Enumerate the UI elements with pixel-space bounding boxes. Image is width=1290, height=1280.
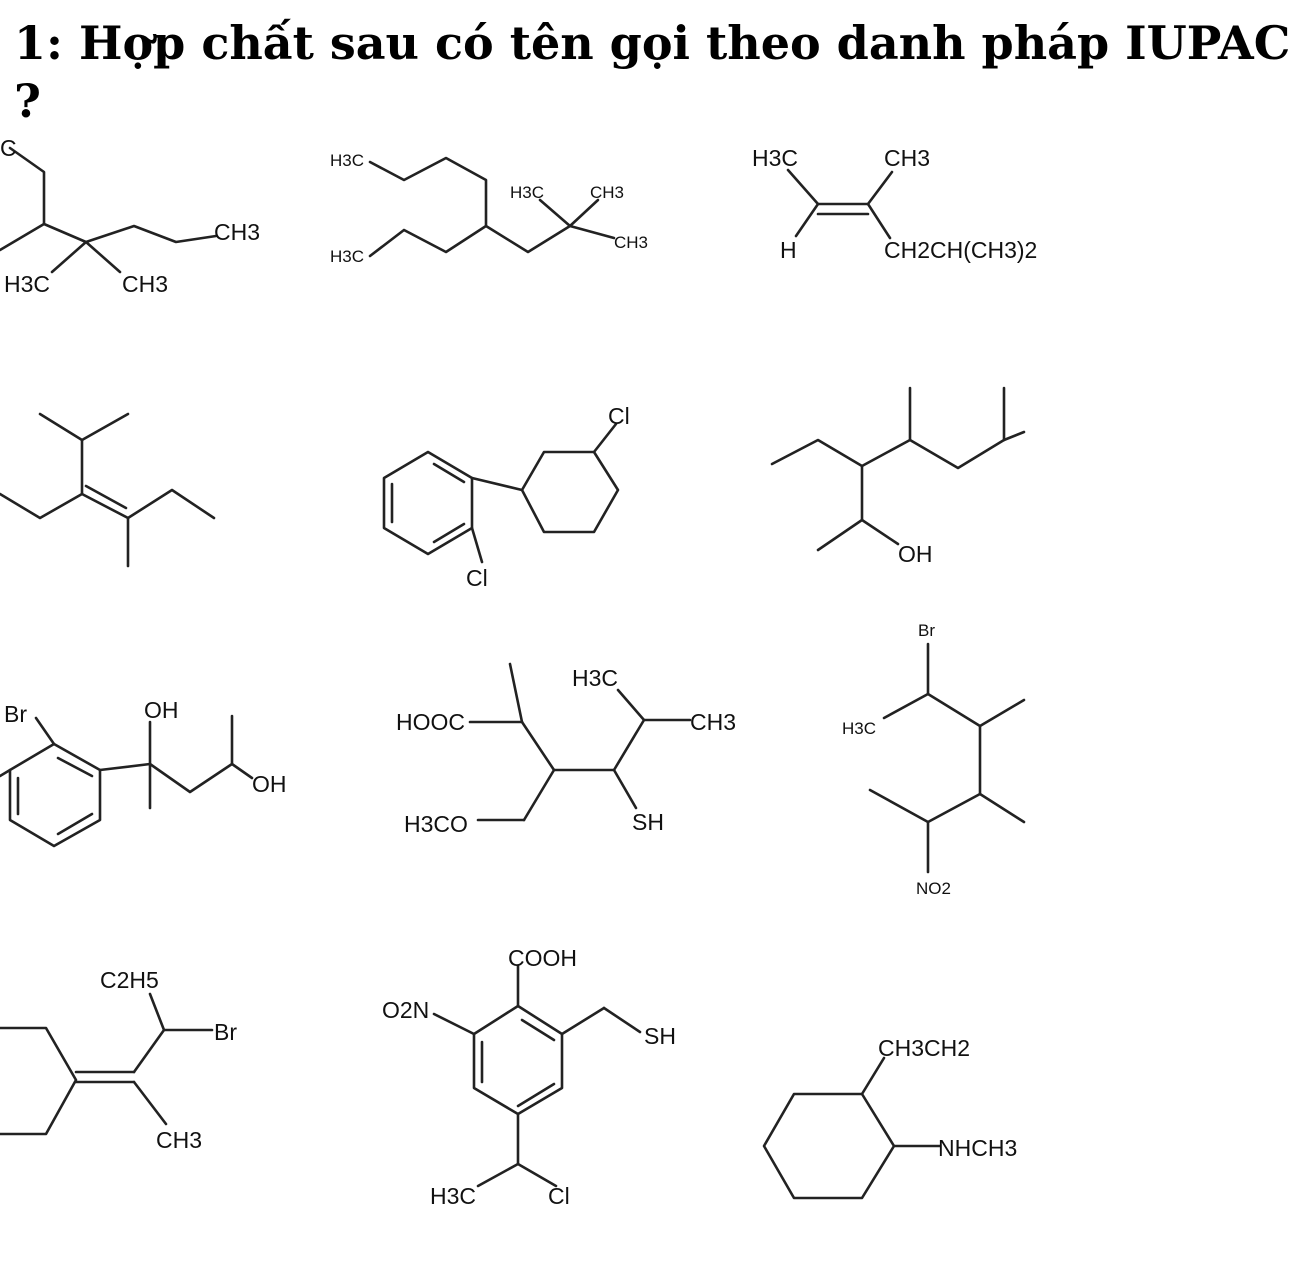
m2-label-h3c-tbu: H3C — [510, 183, 544, 202]
m7-label-br: Br — [4, 701, 27, 727]
m11-label-sh: SH — [644, 1023, 676, 1049]
m5-label-cl-bottom: Cl — [466, 565, 488, 591]
m11-label-cl: Cl — [548, 1183, 570, 1209]
m9-label-no2: NO2 — [916, 879, 951, 898]
m8-label-h3c: H3C — [572, 665, 618, 691]
m9-label-h3c: H3C — [842, 719, 876, 738]
question-line-2: ? — [14, 74, 41, 128]
m2-label-ch3-tbu-right: CH3 — [614, 233, 648, 252]
m12-label-nhch3: NHCH3 — [938, 1135, 1017, 1161]
molecule-9: Br H3C NO2 — [842, 621, 1026, 898]
m11-label-o2n: O2N — [382, 997, 429, 1023]
molecule-10: C2H5 Br CH3 — [0, 967, 237, 1153]
molecule-3: H3C CH3 H CH2CH(CH3)2 — [752, 145, 1037, 263]
molecule-11: COOH O2N SH H3C Cl — [382, 945, 676, 1209]
molecule-4 — [0, 412, 216, 568]
m2-label-h3c-bottom: H3C — [330, 247, 364, 266]
m3-label-ch3: CH3 — [884, 145, 930, 171]
m10-label-ch3: CH3 — [156, 1127, 202, 1153]
m11-label-h3c: H3C — [430, 1183, 476, 1209]
m7-label-oh-right: OH — [252, 771, 287, 797]
molecule-6: OH — [770, 386, 1026, 567]
m9-label-br: Br — [918, 621, 935, 640]
m10-label-br: Br — [214, 1019, 237, 1045]
question-text: 1: Hợp chất sau có tên gọi theo danh phá… — [14, 14, 1290, 130]
worksheet-page: 1: Hợp chất sau có tên gọi theo danh phá… — [0, 14, 1290, 1209]
m8-label-h3co: H3CO — [404, 811, 468, 837]
m2-label-h3c-top: H3C — [330, 151, 364, 170]
m8-label-ch3: CH3 — [690, 709, 736, 735]
m8-label-hooc: HOOC — [396, 709, 465, 735]
molecule-1: C CH3 H3C CH3 — [0, 135, 260, 297]
question-line-1: 1: Hợp chất sau có tên gọi theo danh phá… — [14, 16, 1290, 70]
m1-label-ch3-bottom: CH3 — [122, 271, 168, 297]
structures-canvas: C CH3 H3C CH3 H3C H3C H3C CH3 CH3 H3C — [0, 135, 1037, 1209]
m5-label-cl-top: Cl — [608, 403, 630, 429]
molecule-2: H3C H3C H3C CH3 CH3 — [330, 151, 648, 266]
m7-label-oh-top: OH — [144, 697, 179, 723]
molecule-7: Br OH OH — [0, 697, 287, 848]
m8-label-sh: SH — [632, 809, 664, 835]
molecule-12: CH3CH2 NHCH3 — [762, 1035, 1017, 1200]
molecule-8: H3C HOOC CH3 H3CO SH — [396, 662, 736, 837]
m3-label-h: H — [780, 237, 797, 263]
m1-label-top: C — [0, 135, 17, 161]
m10-label-c2h5: C2H5 — [100, 967, 159, 993]
m1-label-h3c: H3C — [4, 271, 50, 297]
m3-label-side-chain: CH2CH(CH3)2 — [884, 237, 1037, 263]
molecule-5: Cl Cl — [382, 403, 630, 591]
m6-label-oh: OH — [898, 541, 933, 567]
m3-label-h3c: H3C — [752, 145, 798, 171]
m12-label-ethyl: CH3CH2 — [878, 1035, 970, 1061]
m1-label-ch3-right: CH3 — [214, 219, 260, 245]
m11-label-cooh: COOH — [508, 945, 577, 971]
m2-label-ch3-tbu-top: CH3 — [590, 183, 624, 202]
